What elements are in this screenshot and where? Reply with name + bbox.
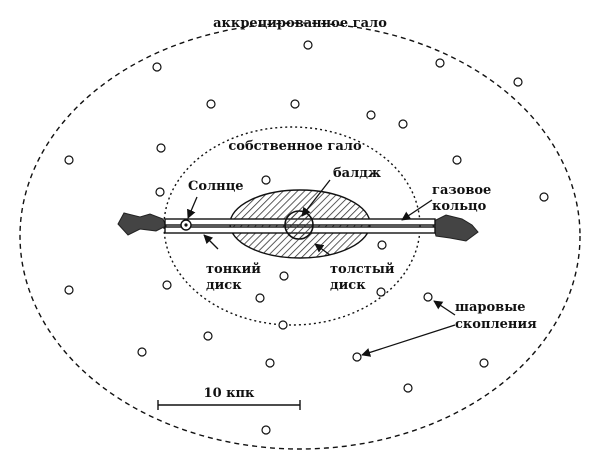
globular-cluster [435,58,445,68]
globular-arrow-1 [433,300,456,316]
gas-ring-label-line2: кольцо [432,199,487,214]
scale-label: 10 кпк [204,386,256,401]
globular-label-line1: шаровые [455,300,526,315]
globular-cluster [539,192,549,202]
globular-cluster [206,99,216,109]
globular-cluster [279,271,289,281]
globular-label-line2: скопления [455,317,537,332]
globular-cluster [398,119,408,129]
thick-disk-arrow [314,243,331,256]
thin-disk-label-line1: тонкий [206,262,261,277]
globular-cluster [352,352,362,362]
globular-cluster [261,425,271,435]
thin-disk-label-line2: диск [206,278,242,293]
thin-disk-arrow [203,234,219,250]
bulge-arrow [301,179,331,217]
globular-cluster [278,320,288,330]
sun-marker-dot [184,223,188,227]
globular-cluster [152,62,162,72]
globular-cluster [366,110,376,120]
globular-cluster [156,143,166,153]
own-halo-outline [163,126,421,326]
globular-cluster [162,280,172,290]
globular-cluster [265,358,275,368]
globular-cluster [423,292,433,302]
globular-cluster [376,287,386,297]
globular-cluster [290,99,300,109]
own-halo-label: собственное гало [228,139,362,154]
globular-arrow-2 [361,324,456,357]
globular-cluster [452,155,462,165]
gas-cloud-right [431,214,479,242]
globular-cluster [137,347,147,357]
globular-cluster [261,175,271,185]
sun-label: Солнце [188,179,244,194]
pointer-arrows [187,179,456,357]
gas-ring-arrow [401,199,433,221]
globular-cluster [64,285,74,295]
gas-ring-label-line1: газовое [432,183,491,198]
bulge-label: балдж [333,166,381,181]
globular-cluster [203,331,213,341]
globular-clusters [64,40,549,435]
globular-cluster [64,155,74,165]
gas-cloud-left [117,212,167,236]
accreted-halo-outline [19,22,581,450]
globular-cluster [255,293,265,303]
globular-cluster [479,358,489,368]
globular-cluster [403,383,413,393]
thick-disk-label-line1: толстый [330,262,395,277]
scale-bar [157,400,301,410]
globular-cluster [513,77,523,87]
globular-cluster [155,187,165,197]
globular-cluster [377,240,387,250]
globular-cluster [303,40,313,50]
thick-disk-label-line2: диск [330,278,366,293]
sun-arrow [187,196,198,219]
bulge [284,210,314,240]
accreted-halo-label: аккрецированное гало [213,16,387,31]
